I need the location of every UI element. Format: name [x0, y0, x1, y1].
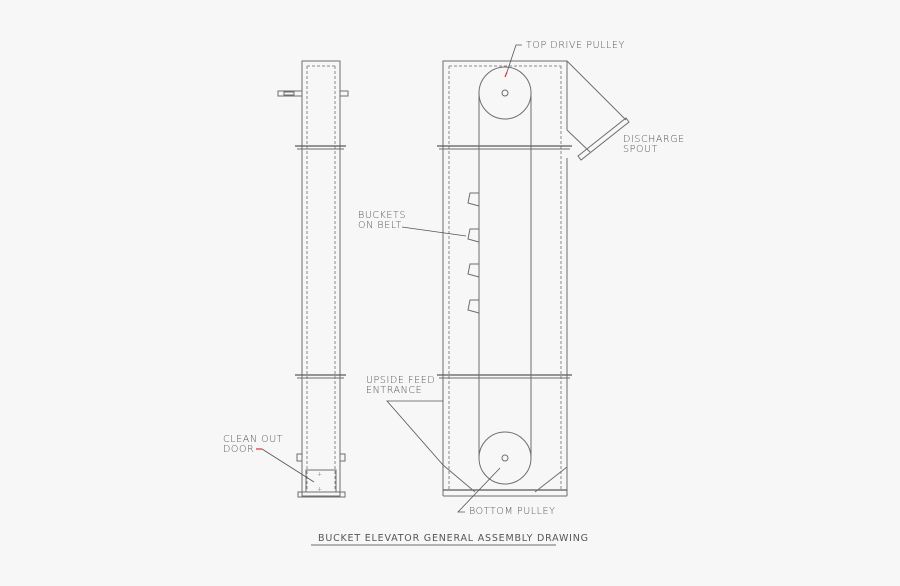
label-clean-out-door: CLEAN OUT DOOR: [223, 434, 315, 483]
svg-text:BUCKETS: BUCKETS: [358, 210, 406, 221]
drawing-title: BUCKET ELEVATOR GENERAL ASSEMBLY DRAWING: [311, 533, 589, 546]
svg-text:CLEAN OUT: CLEAN OUT: [223, 434, 283, 445]
label-discharge-spout: DISCHARGE SPOUT: [623, 134, 685, 155]
svg-text:SPOUT: SPOUT: [623, 144, 658, 155]
svg-text:ENTRANCE: ENTRANCE: [366, 385, 422, 396]
front-view: [437, 60, 630, 497]
svg-text:DOOR: DOOR: [223, 444, 254, 455]
svg-text:UPSIDE FEED: UPSIDE FEED: [366, 375, 435, 386]
svg-text:BOTTOM PULLEY: BOTTOM PULLEY: [469, 506, 556, 517]
label-buckets-on-belt: BUCKETS ON BELT: [358, 210, 467, 237]
label-bottom-pulley: BOTTOM PULLEY: [457, 467, 556, 517]
side-view: + +: [277, 60, 349, 498]
svg-text:TOP DRIVE PULLEY: TOP DRIVE PULLEY: [526, 40, 625, 51]
svg-text:BUCKET ELEVATOR GENERAL ASSEMB: BUCKET ELEVATOR GENERAL ASSEMBLY DRAWING: [318, 533, 589, 544]
label-top-drive-pulley: TOP DRIVE PULLEY: [504, 40, 625, 78]
svg-text:+: +: [317, 486, 323, 493]
svg-text:DISCHARGE: DISCHARGE: [623, 134, 685, 145]
buckets: [467, 192, 480, 314]
svg-text:ON BELT: ON BELT: [358, 220, 402, 231]
label-upside-feed-entrance: UPSIDE FEED ENTRANCE: [366, 375, 444, 466]
svg-text:+: +: [317, 471, 323, 478]
